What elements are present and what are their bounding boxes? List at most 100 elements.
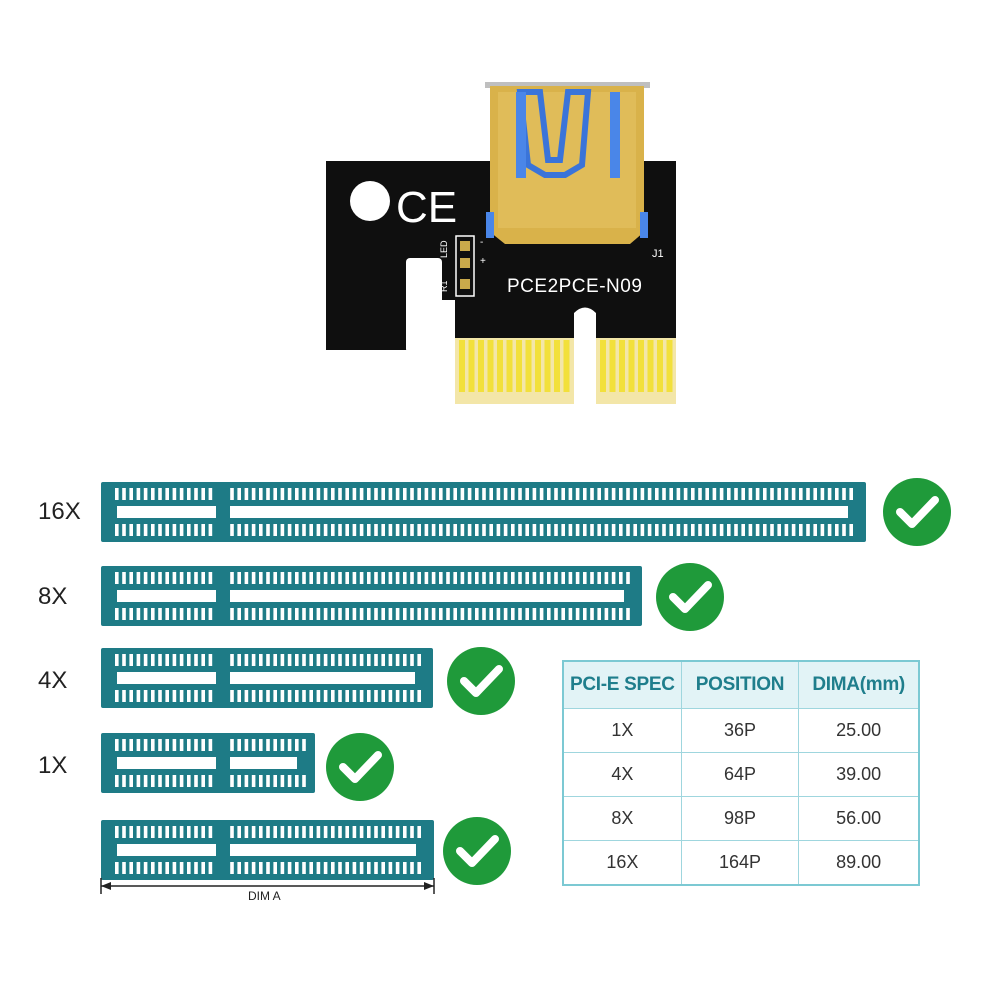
slot-pin [273,572,277,584]
slot-pin [208,488,213,500]
slot-pin [799,488,803,500]
slot-pin [237,739,241,751]
slot-pin [460,488,465,500]
slot-pin [683,524,688,536]
cell-spec: 4X [562,752,682,797]
slot-pin [295,572,299,584]
slot-pin [244,862,249,874]
slot-pin [626,524,630,536]
slot-pin [187,654,191,666]
slot-pin [208,862,213,874]
slot-pin [698,488,702,500]
slot-pin [309,654,313,666]
slot-pin [244,739,249,751]
slot-pin [446,572,450,584]
slot-channel [230,506,848,518]
slot-pin [381,608,385,620]
slot-pin [453,572,457,584]
slot-pin [345,608,349,620]
slot-pin [575,524,580,536]
slot-pin [165,739,169,751]
slot-pin [151,739,155,751]
slot-pin [331,524,335,536]
pcie-slot-1 [101,482,866,542]
slot-pin [626,488,630,500]
slot-pin [115,654,119,666]
slot-pin [115,488,119,500]
slot-pin [309,826,313,838]
slot-pin [359,862,364,874]
slot-pin [259,654,263,666]
slot-pin [590,488,594,500]
slot-pin [309,524,313,536]
slot-pin [590,524,594,536]
slot-pin [158,826,162,838]
slot-pin [827,488,832,500]
slot-pin [489,572,493,584]
slot-pin [842,524,846,536]
slot-pin [597,524,601,536]
gold-finger [497,340,503,392]
slot-pin [266,739,270,751]
slot-pin [813,488,817,500]
slot-pin [525,572,529,584]
slot-pin [417,572,421,584]
slot-pin [194,608,198,620]
slot-pin [475,608,479,620]
slot-pin [280,862,285,874]
slot-pin [417,826,421,838]
slot-pin [129,739,133,751]
gold-finger [657,340,663,392]
table-header-row: PCI-E SPEC POSITION DIMA(mm) [562,660,920,709]
slot-pin [259,608,263,620]
slot-pin [323,862,328,874]
slot-pin [640,488,645,500]
slot-pin [323,690,328,702]
slot-pin [410,862,414,874]
slot-pin [194,826,198,838]
slot-pin [309,608,313,620]
slot-pin [345,488,349,500]
slot-pin [316,654,321,666]
slot-pin [345,690,349,702]
riser-board-illustration: CE LED R1 - + PCE2PCE-N09 J1 [326,82,676,404]
slot-channel [117,672,216,684]
slot-pin [395,572,400,584]
pcie-slot-4 [101,733,315,793]
slot-pin [503,572,508,584]
slot-pin [561,608,565,620]
slot-pin [388,654,393,666]
slot-pin [122,524,126,536]
slot-pin [158,654,162,666]
slot-pin [208,608,213,620]
slot-pin [611,608,616,620]
slot-pin [446,524,450,536]
slot-pin [583,572,587,584]
slot-pin [295,739,299,751]
slot-pin [547,488,551,500]
slot-pin [712,488,717,500]
slot-pin [151,690,155,702]
slot-pin [619,608,623,620]
slot-pin [187,524,191,536]
slot-pin [136,862,141,874]
slot-pin [151,654,155,666]
slot-pin [525,524,529,536]
slot-pin [280,739,285,751]
cell-spec: 1X [562,708,682,753]
slot-pin [352,608,357,620]
slot-pin [194,775,198,787]
slot-pin [251,862,256,874]
slot-pin [115,608,119,620]
gold-finger [554,340,560,392]
slot-pin [143,608,148,620]
slot-channel [230,757,297,769]
slot-pin [280,608,285,620]
slot-pin [820,488,825,500]
slot-pin [323,608,328,620]
slot-pin [136,524,141,536]
slot-pin [244,826,249,838]
slot-pin [273,608,277,620]
slot-pin [302,690,306,702]
slot-pin [165,775,169,787]
